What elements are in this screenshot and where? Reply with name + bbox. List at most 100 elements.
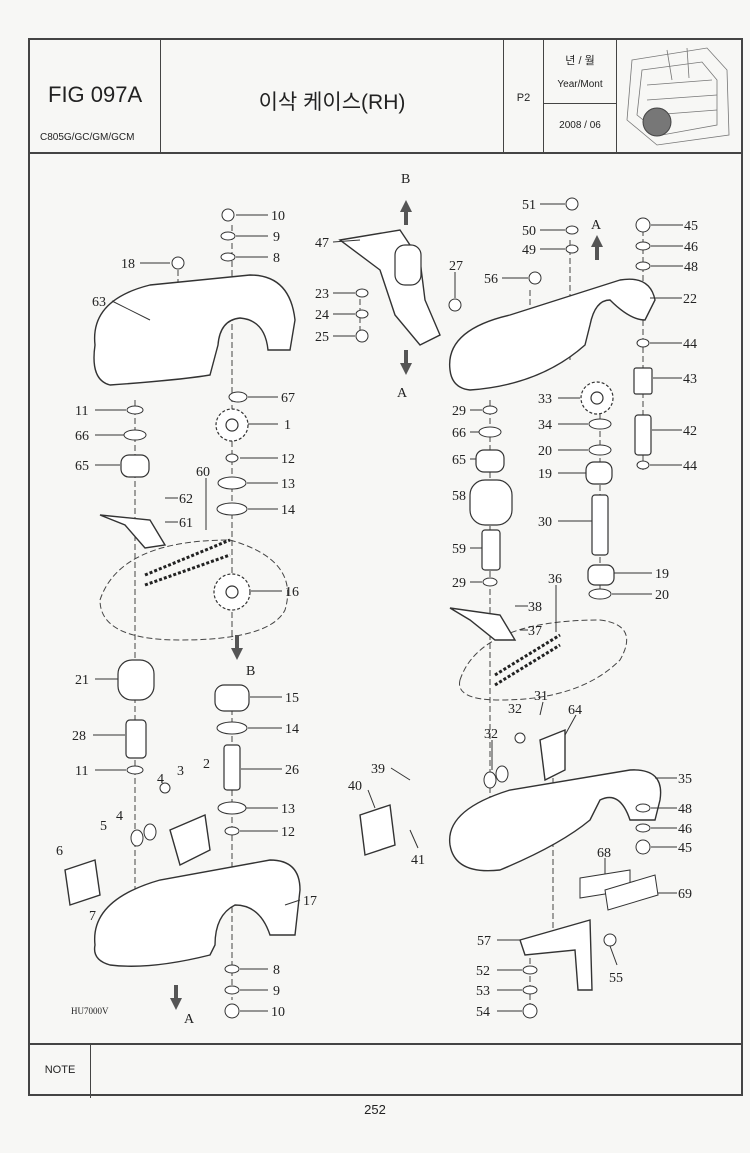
callout: 66 [75,429,89,444]
callout: 66 [452,426,466,441]
callout: 5 [100,819,107,834]
callout: 67 [281,391,295,406]
callout: 27 [449,259,463,274]
callout: 46 [684,240,698,255]
callout: 52 [476,964,490,979]
callout: 69 [678,887,692,902]
fork-40 [359,804,396,856]
callout: 10 [271,209,285,224]
callout: 29 [452,404,466,419]
callout: 59 [452,542,466,557]
callout: 51 [522,198,536,213]
callout: 48 [684,260,698,275]
callout: 21 [75,673,89,688]
callout: 20 [538,444,552,459]
callout: 14 [285,722,299,737]
callout: 49 [522,243,536,258]
lever-37 [449,607,517,641]
fig-cell: FIG 097A C805G/GC/GM/GCM [30,40,161,152]
callout: 65 [452,453,466,468]
callout: 26 [285,763,299,778]
callout: 2 [203,757,210,772]
callout: 19 [655,567,669,582]
combine-harvester-icon [626,47,730,146]
machine-thumbnail [617,40,741,152]
page-code: P2 [516,92,531,104]
callout: 54 [476,1005,490,1020]
parts-68-69 [579,869,659,911]
callout: 14 [281,503,295,518]
callout: 58 [452,489,466,504]
callout: 13 [281,477,295,492]
callout: 4 [116,809,123,824]
callout: 13 [281,802,295,817]
callout: 40 [348,779,362,794]
bracket-64 [539,728,566,782]
callout: 24 [315,308,329,323]
bracket-2 [169,813,211,867]
callout: 43 [683,372,697,387]
model-list: C805G/GC/GM/GCM [40,132,135,143]
callout: 22 [683,292,697,307]
callout: 29 [452,576,466,591]
callout: 16 [285,585,299,600]
callout: 3 [177,764,184,779]
callout: 30 [538,515,552,530]
title-block: FIG 097A C805G/GC/GM/GCM 이삭 케이스(RH) P2 년… [30,40,741,154]
date-cell: 년 / 월 Year/Mont 2008 / 06 [544,40,617,152]
chain-case-covers [64,229,662,991]
view-label-b: B [401,172,410,187]
callout: 23 [315,287,329,302]
callout: 38 [528,600,542,615]
callout: 33 [538,392,552,407]
page-number: 252 [364,1102,386,1117]
callout: 9 [273,230,280,245]
view-label-a: A [397,386,408,401]
callout: 8 [273,251,280,266]
callout: 11 [75,404,88,419]
callout: 12 [281,452,295,467]
callout: 8 [273,963,280,978]
note-row: NOTE [30,1043,741,1098]
arrow-labels: B A B A A HU7000V [71,172,602,1027]
callout: 50 [522,224,536,239]
title-cell: 이삭 케이스(RH) [161,40,504,152]
callout: 47 [315,236,329,251]
callout: 64 [568,703,582,718]
callout: 44 [683,459,697,474]
callout: 37 [528,624,542,639]
lower-case-left [93,859,301,967]
note-label: NOTE [30,1045,91,1098]
callout: 28 [72,729,86,744]
bracket-47 [338,229,441,346]
page-code-cell: P2 [504,40,544,152]
callout: 32 [484,727,498,742]
page-frame: FIG 097A C805G/GC/GM/GCM 이삭 케이스(RH) P2 년… [28,38,743,1098]
callout: 53 [476,984,490,999]
upper-case-left [93,274,296,386]
callout: 42 [683,424,697,439]
callout: 25 [315,330,329,345]
view-label-a: A [184,1012,195,1027]
upper-case-right [449,278,656,391]
date-value: 2008 / 06 [559,120,601,131]
callout: 11 [75,764,88,779]
fork-6 [64,859,101,906]
callout: 9 [273,984,280,999]
callout: 32 [508,702,522,717]
callout: 46 [678,822,692,837]
callout: 62 [179,492,193,507]
callout: 65 [75,459,89,474]
callout: 57 [477,934,491,949]
callout: 17 [303,894,317,909]
callout: 44 [683,337,697,352]
view-label-b: B [246,664,255,679]
callout: 19 [538,467,552,482]
callout: 55 [609,971,623,986]
chains [144,538,561,687]
callout: 61 [179,516,193,531]
callout: 12 [281,825,295,840]
callout: 35 [678,772,692,787]
direction-arrows [170,200,603,1010]
